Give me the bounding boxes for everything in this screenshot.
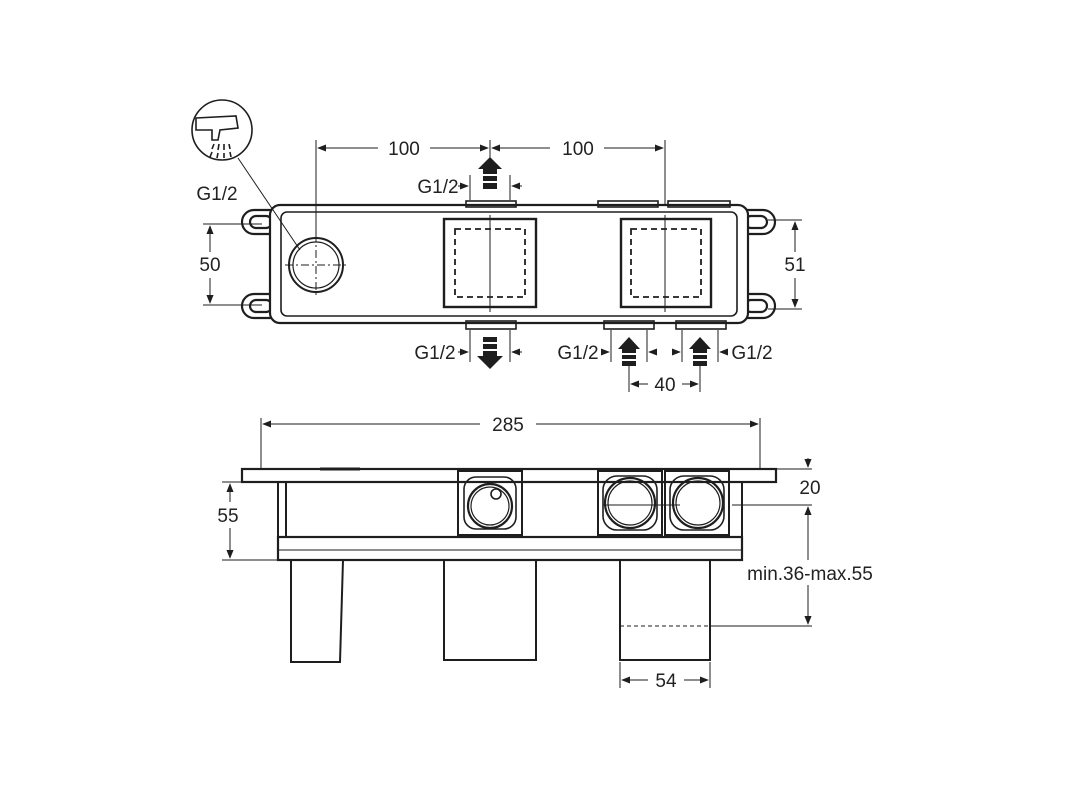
dimension-54: [619, 662, 711, 688]
bottom-outlet-stub: [465, 320, 517, 330]
inlet-right-arrow-up: [671, 330, 729, 366]
top-stub-right-b: [667, 200, 731, 208]
side-base-plate: [276, 535, 744, 562]
top-outlet-stub: [465, 200, 517, 208]
mounting-flange: [240, 467, 778, 484]
dim-51-label: 51: [784, 255, 805, 276]
dim-50-label: 50: [199, 255, 220, 276]
cartridge-square-right: [619, 215, 713, 312]
side-view: 285: [217, 415, 872, 692]
shower-head-icon: [191, 99, 253, 161]
dim-40-label: 40: [654, 375, 675, 396]
inlet-left-stub: [603, 320, 655, 330]
dimension-51: [768, 219, 802, 310]
dim-100-right-label: 100: [562, 139, 594, 160]
dim-min-max-label: min.36-max.55: [747, 564, 873, 585]
dim-55-label: 55: [217, 506, 238, 527]
dimension-20: [776, 458, 812, 470]
bottom-outlet-arrow-down: [458, 330, 522, 369]
diverter-port-circle: [285, 234, 347, 296]
cartridge-square-left: [442, 215, 538, 312]
thread-bottom-outlet-label: G1/2: [414, 343, 455, 364]
thread-inlet-right-label: G1/2: [731, 343, 772, 364]
thread-inlet-left-label: G1/2: [557, 343, 598, 364]
side-inlet-port-left: [597, 470, 663, 536]
dim-20-label: 20: [799, 478, 820, 499]
dimension-55: [222, 481, 278, 561]
stem-diverter: [290, 559, 344, 663]
top-stub-right-a: [597, 200, 659, 208]
dim-285-label: 285: [492, 415, 524, 436]
side-inlet-port-right: [664, 470, 730, 536]
inlet-left-arrow-up: [600, 330, 658, 366]
dimension-50: [203, 223, 262, 306]
dim-54-label: 54: [655, 671, 677, 692]
side-diverter-port: [457, 470, 523, 536]
top-outlet-arrow-up: [458, 157, 522, 200]
dimension-100-100: [315, 140, 666, 236]
dim-100-left-label: 100: [388, 139, 420, 160]
inlet-right-stub: [675, 320, 727, 330]
dimension-40: [628, 366, 701, 392]
dimension-285: [260, 418, 761, 470]
stem-cartridge-left: [443, 560, 537, 661]
stem-cartridge-right: [619, 560, 711, 661]
thread-top-outlet-label: G1/2: [417, 177, 458, 198]
shower-leader-line: [237, 157, 301, 251]
housing-inner: [280, 211, 738, 317]
top-view: 100 100 G1/2 G1/2: [191, 99, 806, 396]
thread-shower-label: G1/2: [196, 184, 237, 205]
housing-outer: [268, 203, 750, 325]
